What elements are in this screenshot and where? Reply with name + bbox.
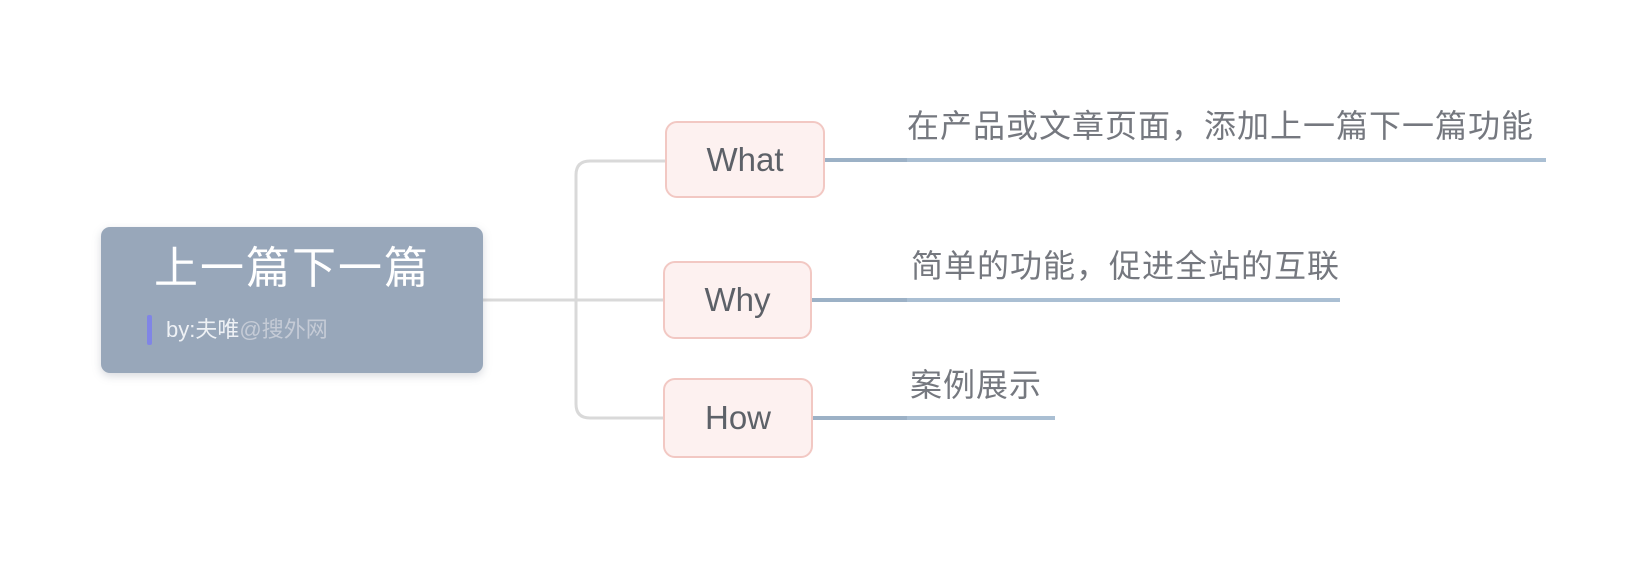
node-why-label: Why xyxy=(704,281,771,318)
byline-author: by:夫唯 xyxy=(166,317,240,342)
byline-accent-bar xyxy=(147,315,152,345)
node-what-label: What xyxy=(706,140,784,178)
node-why[interactable]: Why xyxy=(663,261,812,339)
note-how[interactable]: 案例展示 xyxy=(910,367,1043,403)
root-title: 上一篇下一篇 xyxy=(154,244,430,293)
root-node[interactable]: 上一篇下一篇 by:夫唯 @搜外网 xyxy=(101,227,483,373)
node-how-label: How xyxy=(704,399,772,436)
note-why[interactable]: 简单的功能，促进全站的互联 xyxy=(911,248,1341,284)
connector-trunk xyxy=(574,159,665,420)
node-how[interactable]: How xyxy=(663,378,813,458)
byline-site: @搜外网 xyxy=(239,317,328,342)
node-what[interactable]: What xyxy=(665,121,825,198)
note-what[interactable]: 在产品或文章页面，添加上一篇下一篇功能 xyxy=(907,108,1535,144)
root-byline: by:夫唯 @搜外网 xyxy=(147,315,328,345)
